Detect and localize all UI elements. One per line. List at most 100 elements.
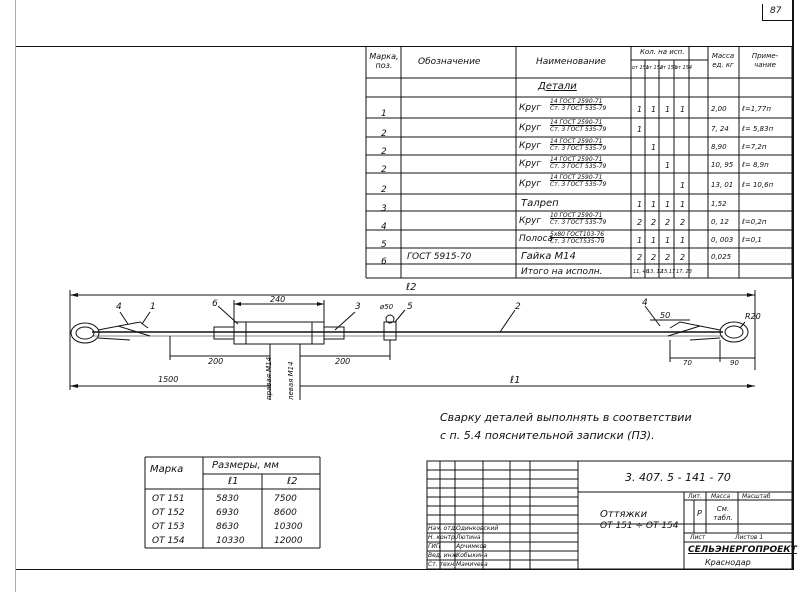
signature-role: ГИП xyxy=(428,543,441,550)
spec-row-spec-top: 14 ГОСТ 2590-71 xyxy=(550,119,603,126)
spec-row-qty: 2 xyxy=(637,253,643,262)
spec-header-qty-col: от 152 xyxy=(646,65,664,71)
spec-row-mass: 0,025 xyxy=(711,253,732,261)
spec-total-label: Итого на исполн. xyxy=(521,267,603,277)
spec-row-qty: 2 xyxy=(680,217,686,227)
sizes-row-l2: 10300 xyxy=(274,522,303,532)
spec-row-mass: 0, 12 xyxy=(711,217,729,226)
sizes-row-l2: 7500 xyxy=(274,494,297,504)
dim-200-right: 200 xyxy=(335,357,351,366)
frame-right xyxy=(792,0,794,570)
page-number: 87 xyxy=(770,6,782,16)
spec-row-mass: 1,52 xyxy=(711,199,727,208)
sizes-row-l2: 8600 xyxy=(274,508,297,518)
dim-200-left: 200 xyxy=(208,357,224,366)
frame-top xyxy=(16,46,793,47)
spec-row-qty: 1 xyxy=(665,104,671,114)
spec-row-spec-bottom: Ст. 3 ГОСТ535-79 xyxy=(550,238,605,245)
sizes-row-l1: 5830 xyxy=(216,494,239,504)
stage-value: Р xyxy=(697,509,702,518)
spec-row-qty: 2 xyxy=(651,253,657,262)
doc-code: 3. 407. 5 - 141 - 70 xyxy=(625,471,731,484)
spec-row-spec-top: 14 ГОСТ 2590-71 xyxy=(550,98,603,105)
spec-row-spec-bottom: Ст. 3 ГОСТ 535-79 xyxy=(550,126,607,133)
sheets-label: Листов 1 xyxy=(735,534,764,541)
spec-row-note: ℓ=0,1 xyxy=(742,236,762,244)
spec-row-qty: 1 xyxy=(651,236,657,245)
spec-row-spec-bottom: Ст. 3 ГОСТ 535-79 xyxy=(550,105,607,112)
spec-header-designation: Обозначение xyxy=(418,57,481,67)
spec-row-qty: 1 xyxy=(637,199,643,209)
signature-role: Ст. техн. xyxy=(428,561,457,568)
dim-50: 50 xyxy=(660,311,671,320)
signature-name: Одинковский xyxy=(456,525,499,532)
spec-row-name: Круг xyxy=(519,141,542,151)
spec-row-mass: 0, 003 xyxy=(711,236,734,244)
spec-row-qty: 1 xyxy=(637,124,643,134)
spec-row-qty: 2 xyxy=(637,217,643,227)
spec-row-name: Круг xyxy=(519,159,542,169)
sizes-row-mark: ОТ 151 xyxy=(152,494,185,504)
spec-section-title: Детали xyxy=(538,81,577,92)
page-number-box xyxy=(762,4,793,21)
spec-row-qty: 2 xyxy=(665,253,671,262)
scale-label: Масштаб xyxy=(742,493,771,500)
note-line-1: Сварку деталей выполнять в соответствии xyxy=(440,411,692,424)
signature-role: Н. контр. xyxy=(428,534,457,541)
spec-row-designation: ГОСТ 5915-70 xyxy=(407,252,472,262)
dim-240: 240 xyxy=(270,295,286,304)
spec-row-qty: 1 xyxy=(680,104,686,114)
signature-name: Кобыкина xyxy=(456,552,488,559)
spec-row-mark: 2 xyxy=(381,184,387,195)
spec-header-qty-col: от 153 xyxy=(660,65,678,71)
spec-row-qty: 1 xyxy=(651,143,657,152)
callout-4-right: 4 xyxy=(642,298,648,308)
sizes-row-mark: ОТ 154 xyxy=(152,536,185,546)
signature-name: Арчимков xyxy=(456,543,487,550)
spec-row-name: Круг xyxy=(519,215,542,226)
sizes-row-l2: 12000 xyxy=(274,536,303,546)
spec-row-spec-top: 5х80 ГОСТ103-76 xyxy=(550,231,605,238)
callout-1: 1 xyxy=(150,302,156,312)
spec-row-qty: 1 xyxy=(680,180,686,190)
sizes-header-l1: ℓ1 xyxy=(228,476,239,487)
spec-row-qty: 1 xyxy=(680,199,686,209)
signature-name: Мамичева xyxy=(456,561,488,568)
spec-row-name: Круг xyxy=(519,178,542,189)
spec-header-qty: Кол. на исп. xyxy=(640,48,685,56)
spec-total-value: 15,17 xyxy=(661,269,676,275)
spec-header-qty-col: от 154 xyxy=(675,65,693,71)
dim-r20: R20 xyxy=(745,312,761,321)
spec-row-spec-top: 10 ГОСТ 2590-71 xyxy=(550,212,603,219)
signature-role: Вед. инж. xyxy=(428,552,459,559)
spec-row-name: Круг xyxy=(519,122,542,133)
spec-row-mass: 2,00 xyxy=(711,104,727,113)
callout-4: 4 xyxy=(116,302,122,312)
spec-row-mark: 2 xyxy=(381,147,387,157)
spec-row-spec-bottom: Ст. 3 ГОСТ 535-79 xyxy=(550,145,607,152)
spec-row-mark: 6 xyxy=(381,257,387,267)
sizes-row-mark: ОТ 153 xyxy=(152,522,185,532)
sizes-row-l1: 6930 xyxy=(216,508,239,518)
signature-name: Лютина xyxy=(456,534,481,541)
signature-role: Нач. отд. xyxy=(428,525,457,532)
spec-row-mass: 10, 95 xyxy=(711,161,734,169)
spec-row-qty: 1 xyxy=(680,236,686,245)
spec-row-mark: 5 xyxy=(381,240,387,250)
spec-header-mass: Масса ед. кг xyxy=(711,52,735,69)
spec-row-qty: 2 xyxy=(651,217,657,227)
spec-row-spec-top: 14 ГОСТ 2590-71 xyxy=(550,138,603,145)
stage-label: Лит. xyxy=(688,493,702,500)
spec-row-mark: 3 xyxy=(381,203,387,214)
spec-row-mass: 13, 01 xyxy=(711,180,734,189)
spec-row-note: ℓ=7,2п xyxy=(742,143,767,151)
spec-row-name: Талреп xyxy=(521,197,559,209)
mass-value: См. табл. xyxy=(713,505,733,522)
dim-phi50: ø50 xyxy=(380,303,394,311)
spec-row-mark: 1 xyxy=(381,108,387,119)
org-name: СЕЛЬЭНЕРГОПРОЕКТ xyxy=(688,545,797,555)
spec-row-name: Полоса xyxy=(519,234,553,244)
spec-row-qty: 1 xyxy=(665,236,671,245)
